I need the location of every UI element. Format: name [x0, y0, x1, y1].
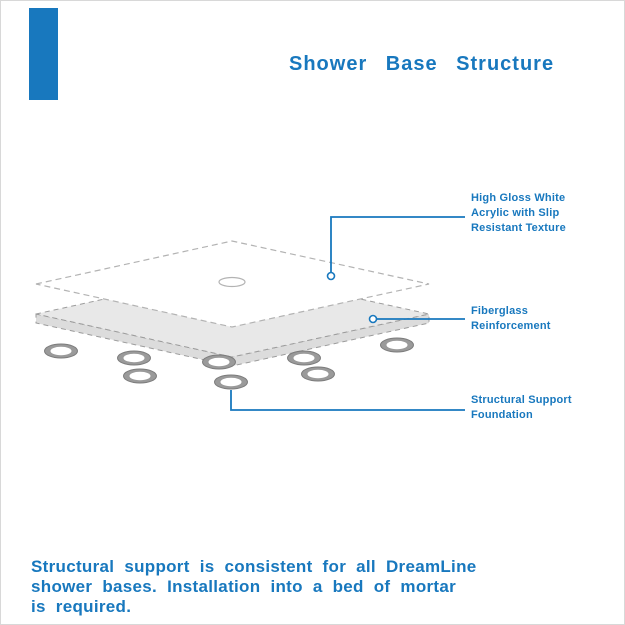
footer-note-line-2: shower bases. Installation into a bed of… — [31, 577, 457, 596]
support-foot — [202, 354, 236, 370]
callout-support-line-1: Structural Support — [471, 394, 572, 406]
connector-support-line — [230, 390, 465, 411]
callout-acrylic-line-1: High Gloss White — [471, 192, 566, 204]
footer-note-line-1: Structural support is consistent for all… — [31, 557, 477, 576]
support-foot — [287, 350, 321, 366]
connector-acrylic-line — [330, 216, 465, 273]
callout-acrylic-line-2: Acrylic with Slip — [471, 207, 560, 219]
callout-fiberglass: Fiberglass Reinforcement — [471, 304, 551, 334]
callout-acrylic: High Gloss White Acrylic with Slip Resis… — [471, 191, 566, 236]
support-foot — [44, 343, 78, 359]
support-foot — [117, 350, 151, 366]
callout-fiberglass-line-2: Reinforcement — [471, 320, 551, 332]
page-title: Shower Base Structure — [289, 53, 555, 75]
drain-hole — [218, 276, 246, 288]
connector-acrylic-dot — [326, 271, 336, 281]
callout-support-line-2: Foundation — [471, 409, 533, 421]
support-foot — [301, 366, 335, 382]
connector-fiberglass-dot — [368, 314, 378, 324]
footer-note-line-3: is required. — [31, 597, 132, 616]
callout-fiberglass-line-1: Fiberglass — [471, 305, 529, 317]
footer-note: Structural support is consistent for all… — [31, 557, 477, 617]
support-foot — [123, 368, 157, 384]
brand-accent-bar — [29, 8, 58, 100]
support-foot — [214, 374, 248, 390]
callout-acrylic-line-3: Resistant Texture — [471, 222, 566, 234]
support-foot — [380, 337, 414, 353]
callout-support: Structural Support Foundation — [471, 393, 572, 423]
